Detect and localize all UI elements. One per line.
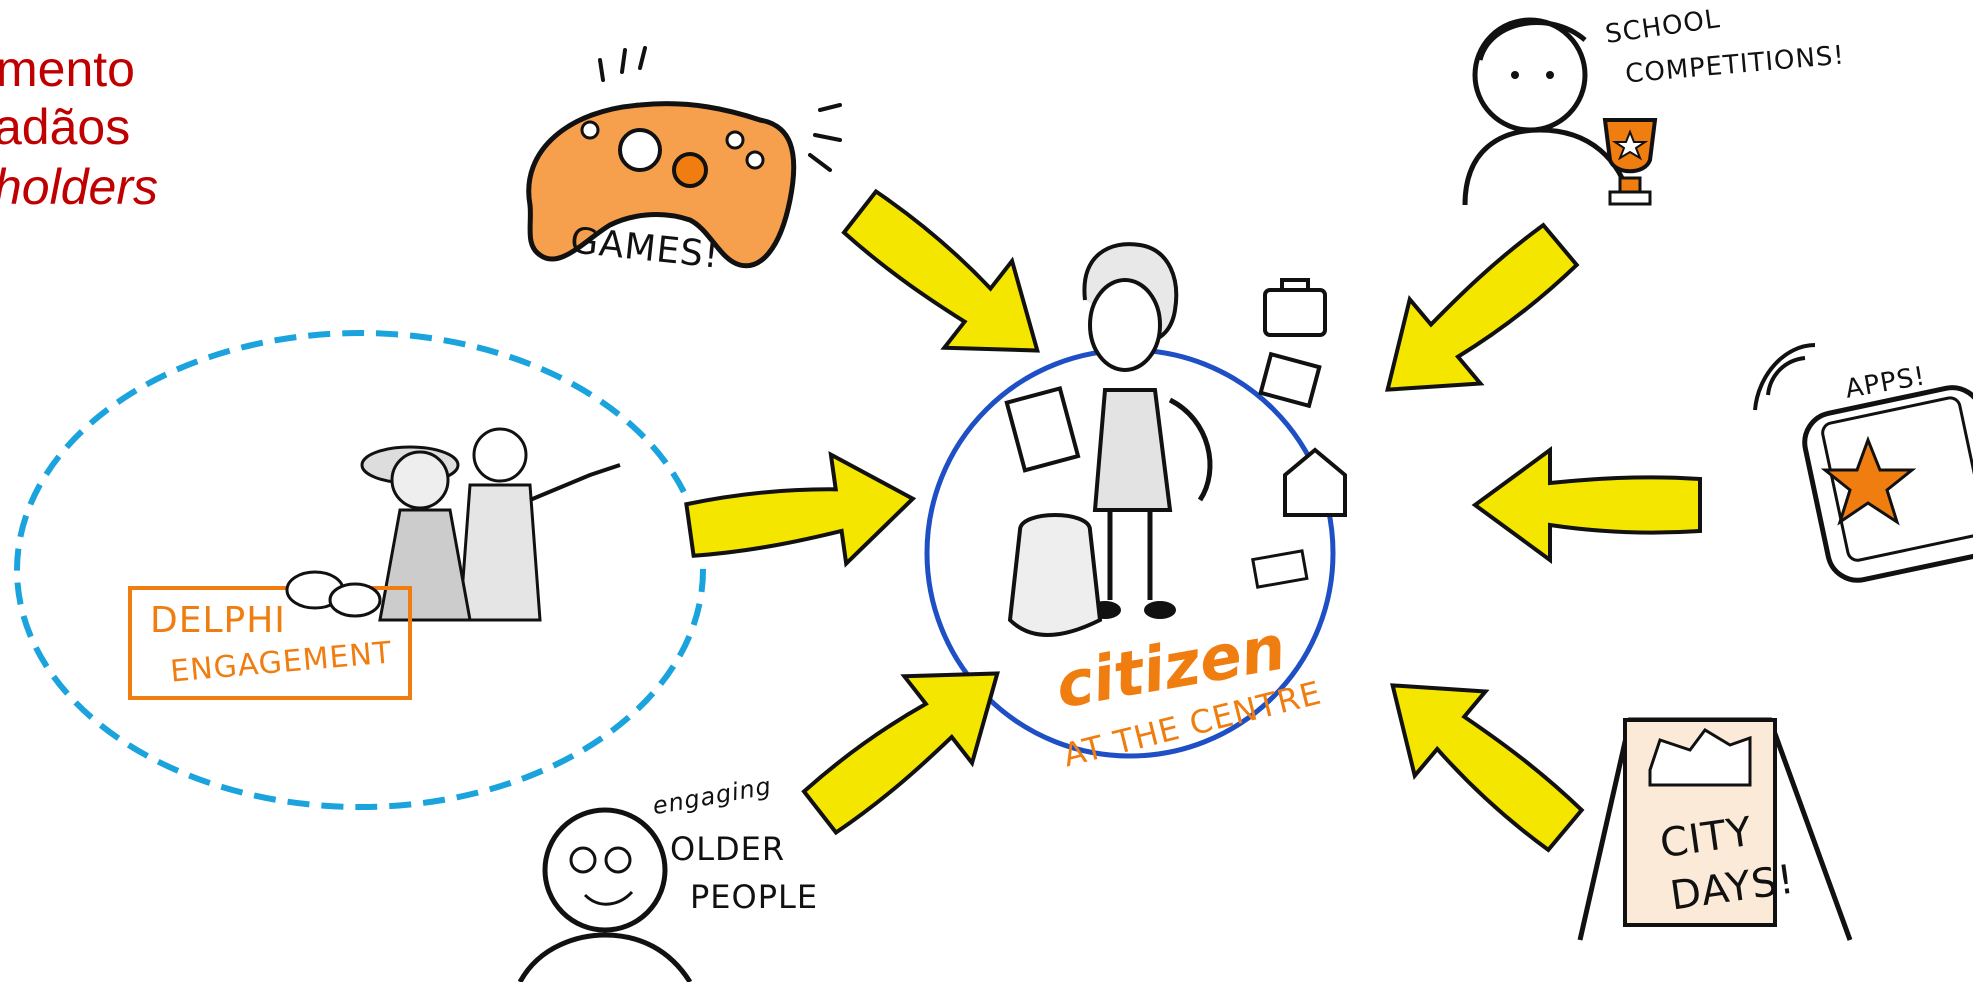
money-icon <box>1251 549 1309 589</box>
school-person-icon <box>1462 17 1633 206</box>
calendar-icon <box>1258 351 1322 409</box>
delphi-highlight-ellipse <box>14 330 706 810</box>
title-line-1: mento <box>0 41 135 97</box>
chat-bubbles-icon <box>285 570 382 618</box>
older-person-icon <box>517 807 693 982</box>
older-label-line2: OLDER <box>670 830 786 868</box>
sandwich-board-icon <box>1577 717 1853 941</box>
shopping-bag-icon <box>1007 513 1103 637</box>
smartphone-icon <box>1753 343 1973 583</box>
arrow-older <box>784 628 1034 858</box>
title-line-3: holders <box>0 159 158 215</box>
delphi-label-line1: DELPHI <box>150 600 286 641</box>
title-line-2: adãos <box>0 99 131 155</box>
house-icon <box>1283 447 1347 517</box>
arrow-school <box>1350 200 1598 434</box>
arrow-apps <box>1473 448 1702 562</box>
briefcase-icon <box>1263 278 1327 337</box>
game-controller-icon <box>526 46 842 269</box>
delphi-label-box <box>128 586 412 700</box>
arrow-city <box>1355 641 1603 875</box>
arrow-delphi <box>680 442 923 587</box>
tablet-icon <box>1004 385 1081 473</box>
delphi-characters-icon <box>360 427 621 622</box>
citizen-figure-icon <box>1082 242 1213 619</box>
trophy-icon <box>1602 118 1658 206</box>
arrow-games <box>824 166 1074 396</box>
older-label-line3: PEOPLE <box>690 878 819 916</box>
